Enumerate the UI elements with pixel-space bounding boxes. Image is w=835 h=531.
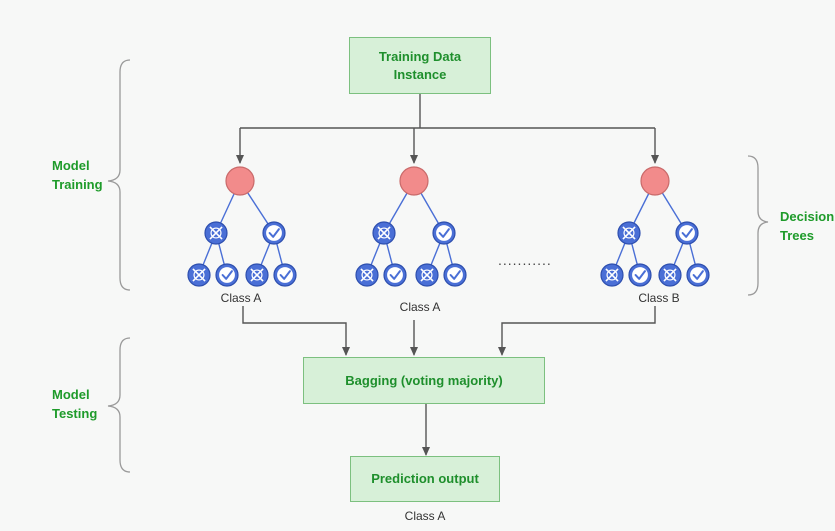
check-icon-mark — [692, 270, 704, 280]
check-icon-inner — [387, 267, 403, 283]
cross-icon-ring — [606, 269, 618, 281]
cross-icon-stroke — [663, 268, 677, 282]
cross-icon-stroke — [377, 226, 391, 240]
tree-class-label: Class A — [220, 291, 262, 305]
model-testing-label: Model Testing — [52, 387, 98, 421]
brace-decision-trees — [747, 155, 769, 296]
brace-model-testing — [107, 337, 131, 473]
check-icon-inner — [266, 225, 282, 241]
root-node — [640, 166, 670, 196]
check-icon-inner — [436, 225, 452, 241]
check-icon-mark — [268, 228, 280, 238]
decision-tree — [355, 166, 467, 287]
cross-icon-ring — [361, 269, 373, 281]
check-icon-mark — [221, 270, 233, 280]
check-icon-mark — [449, 270, 461, 280]
check-icon-inner — [447, 267, 463, 283]
tree-class-label: Class B — [638, 291, 680, 305]
decision-tree — [600, 166, 710, 287]
more-trees-ellipsis: ........... — [498, 252, 552, 268]
arrow-tree-1-to-bagging — [242, 306, 350, 356]
decision-trees-label: Decision Trees — [780, 209, 835, 243]
check-icon-mark — [389, 270, 401, 280]
cross-icon-ring — [623, 227, 635, 239]
training-data-box: Training Data Instance — [349, 37, 491, 94]
bagging-box: Bagging (voting majority) — [303, 357, 545, 404]
prediction-output-box: Prediction output — [350, 456, 500, 502]
check-icon-inner — [679, 225, 695, 241]
cross-icon-ring — [378, 227, 390, 239]
model-training-label: Model Training — [52, 158, 103, 192]
final-class-label: Class A — [404, 509, 446, 523]
check-icon-inner — [219, 267, 235, 283]
cross-icon-ring — [251, 269, 263, 281]
cross-icon-ring — [210, 227, 222, 239]
cross-icon-stroke — [360, 268, 374, 282]
check-icon-inner — [277, 267, 293, 283]
check-icon-inner — [632, 267, 648, 283]
tree-class-label: Class A — [399, 300, 441, 314]
cross-icon-ring — [193, 269, 205, 281]
check-icon-mark — [634, 270, 646, 280]
check-icon-mark — [681, 228, 693, 238]
cross-icon-stroke — [250, 268, 264, 282]
cross-icon-stroke — [420, 268, 434, 282]
check-icon-mark — [279, 270, 291, 280]
brace-model-training — [107, 59, 131, 291]
cross-icon-stroke — [622, 226, 636, 240]
root-node — [225, 166, 255, 196]
cross-icon-stroke — [209, 226, 223, 240]
cross-icon-ring — [664, 269, 676, 281]
check-icon-mark — [438, 228, 450, 238]
cross-icon-stroke — [605, 268, 619, 282]
cross-icon-ring — [421, 269, 433, 281]
cross-icon-stroke — [192, 268, 206, 282]
root-node — [399, 166, 429, 196]
connector-lines — [236, 94, 659, 456]
check-icon-inner — [690, 267, 706, 283]
arrow-tree-3-to-bagging — [498, 306, 656, 356]
decision-trees-layer — [187, 166, 710, 287]
decision-tree — [187, 166, 297, 287]
